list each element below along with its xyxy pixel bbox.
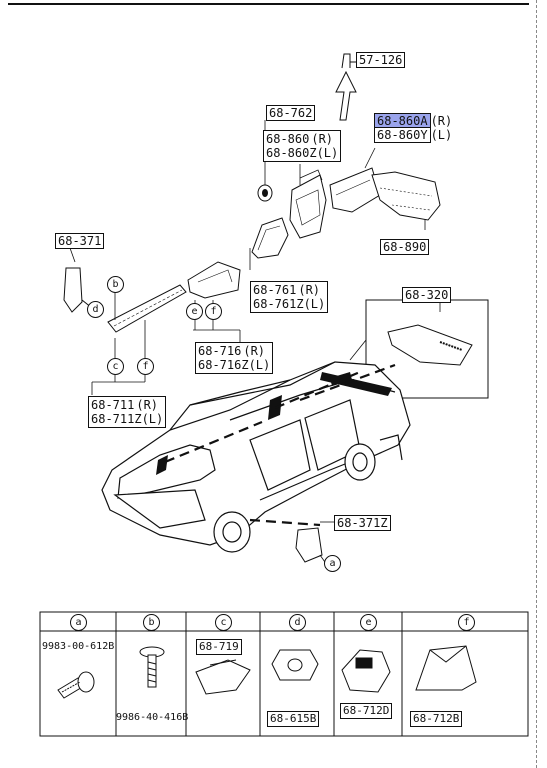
table-cell-b: 9986-40-416B	[116, 712, 189, 723]
marker-f: f	[205, 303, 222, 320]
side-marker: (R)	[430, 114, 453, 128]
side-marker: (R)	[136, 398, 159, 412]
callout-68-711-group: 68-711(R) 68-711Z(L)	[88, 396, 167, 428]
marker-e: e	[186, 303, 203, 320]
side-trim-part	[329, 167, 381, 213]
edge-strip	[536, 0, 547, 768]
table-cell-d: 68-615B	[267, 711, 320, 727]
callout-68-371z: 68-371Z	[334, 515, 391, 531]
screw-a-icon	[57, 671, 95, 699]
table-header-a: a	[70, 614, 87, 631]
callout-68-320: 68-320	[402, 287, 452, 303]
side-marker: (L)	[141, 412, 164, 426]
callout-68-761-group: 68-761(R) 68-761Z(L)	[250, 281, 329, 313]
callout-68-761: 68-761	[253, 283, 297, 297]
marker-d: d	[87, 301, 104, 318]
table-header-e: e	[360, 614, 377, 631]
callout-57-126: 57-126	[356, 52, 406, 68]
callout-68-860: 68-860	[266, 132, 310, 146]
callout-68-860-group: 68-860(R) 68-860Z(L)	[263, 130, 342, 162]
bracket-part	[187, 261, 241, 299]
marker-b: b	[107, 276, 124, 293]
callout-68-761z: 68-761Z	[253, 297, 304, 311]
callout-68-716z: 68-716Z	[198, 358, 249, 372]
side-marker: (R)	[298, 283, 321, 297]
screw-b-icon	[139, 646, 165, 688]
arrow-icon	[335, 53, 358, 121]
long-trim-part	[371, 171, 441, 221]
callout-68-371: 68-371	[55, 233, 105, 249]
clip-e-icon	[341, 649, 391, 693]
table-header-b: b	[143, 614, 160, 631]
callout-68-860a-group: 68-860A(R) 68-860Y(L)	[374, 113, 453, 143]
trunk-panel-part	[387, 324, 473, 366]
clip-f-icon	[415, 645, 477, 691]
clip-c-icon	[195, 659, 251, 695]
fastener-table-grid	[39, 611, 529, 737]
callout-68-762: 68-762	[266, 105, 316, 121]
marker-f: f	[137, 358, 154, 375]
trim-highlights	[156, 372, 392, 475]
leader-dashed	[164, 363, 396, 527]
table-cell-c: 68-719	[196, 639, 242, 655]
side-marker: (R)	[243, 344, 266, 358]
side-marker: (L)	[248, 358, 271, 372]
callout-68-860y: 68-860Y	[374, 127, 431, 143]
side-marker: (L)	[316, 146, 339, 160]
callout-68-716-group: 68-716(R) 68-716Z(L)	[195, 342, 274, 374]
trim-panel-part	[289, 174, 327, 239]
clip-part	[63, 267, 83, 313]
side-marker: (L)	[303, 297, 326, 311]
clip-z-part	[295, 527, 323, 563]
callout-68-890: 68-890	[380, 239, 430, 255]
table-cell-f: 68-712B	[410, 711, 463, 727]
table-header-c: c	[215, 614, 232, 631]
callout-68-711z: 68-711Z	[91, 412, 142, 426]
side-marker: (L)	[430, 128, 453, 142]
table-cell-a: 9983-00-612B	[42, 641, 115, 652]
side-marker: (R)	[311, 132, 334, 146]
marker-c: c	[107, 358, 124, 375]
marker-a: a	[324, 555, 341, 572]
cover-part	[251, 217, 289, 259]
callout-68-711: 68-711	[91, 398, 135, 412]
callout-68-860a-highlighted: 68-860A	[374, 113, 431, 129]
callout-68-716: 68-716	[198, 344, 242, 358]
callout-68-860z: 68-860Z	[266, 146, 317, 160]
table-header-d: d	[289, 614, 306, 631]
table-header-f: f	[458, 614, 475, 631]
car-illustration	[101, 361, 411, 553]
nut-d-icon	[271, 649, 319, 681]
table-cell-e: 68-712D	[340, 703, 393, 719]
